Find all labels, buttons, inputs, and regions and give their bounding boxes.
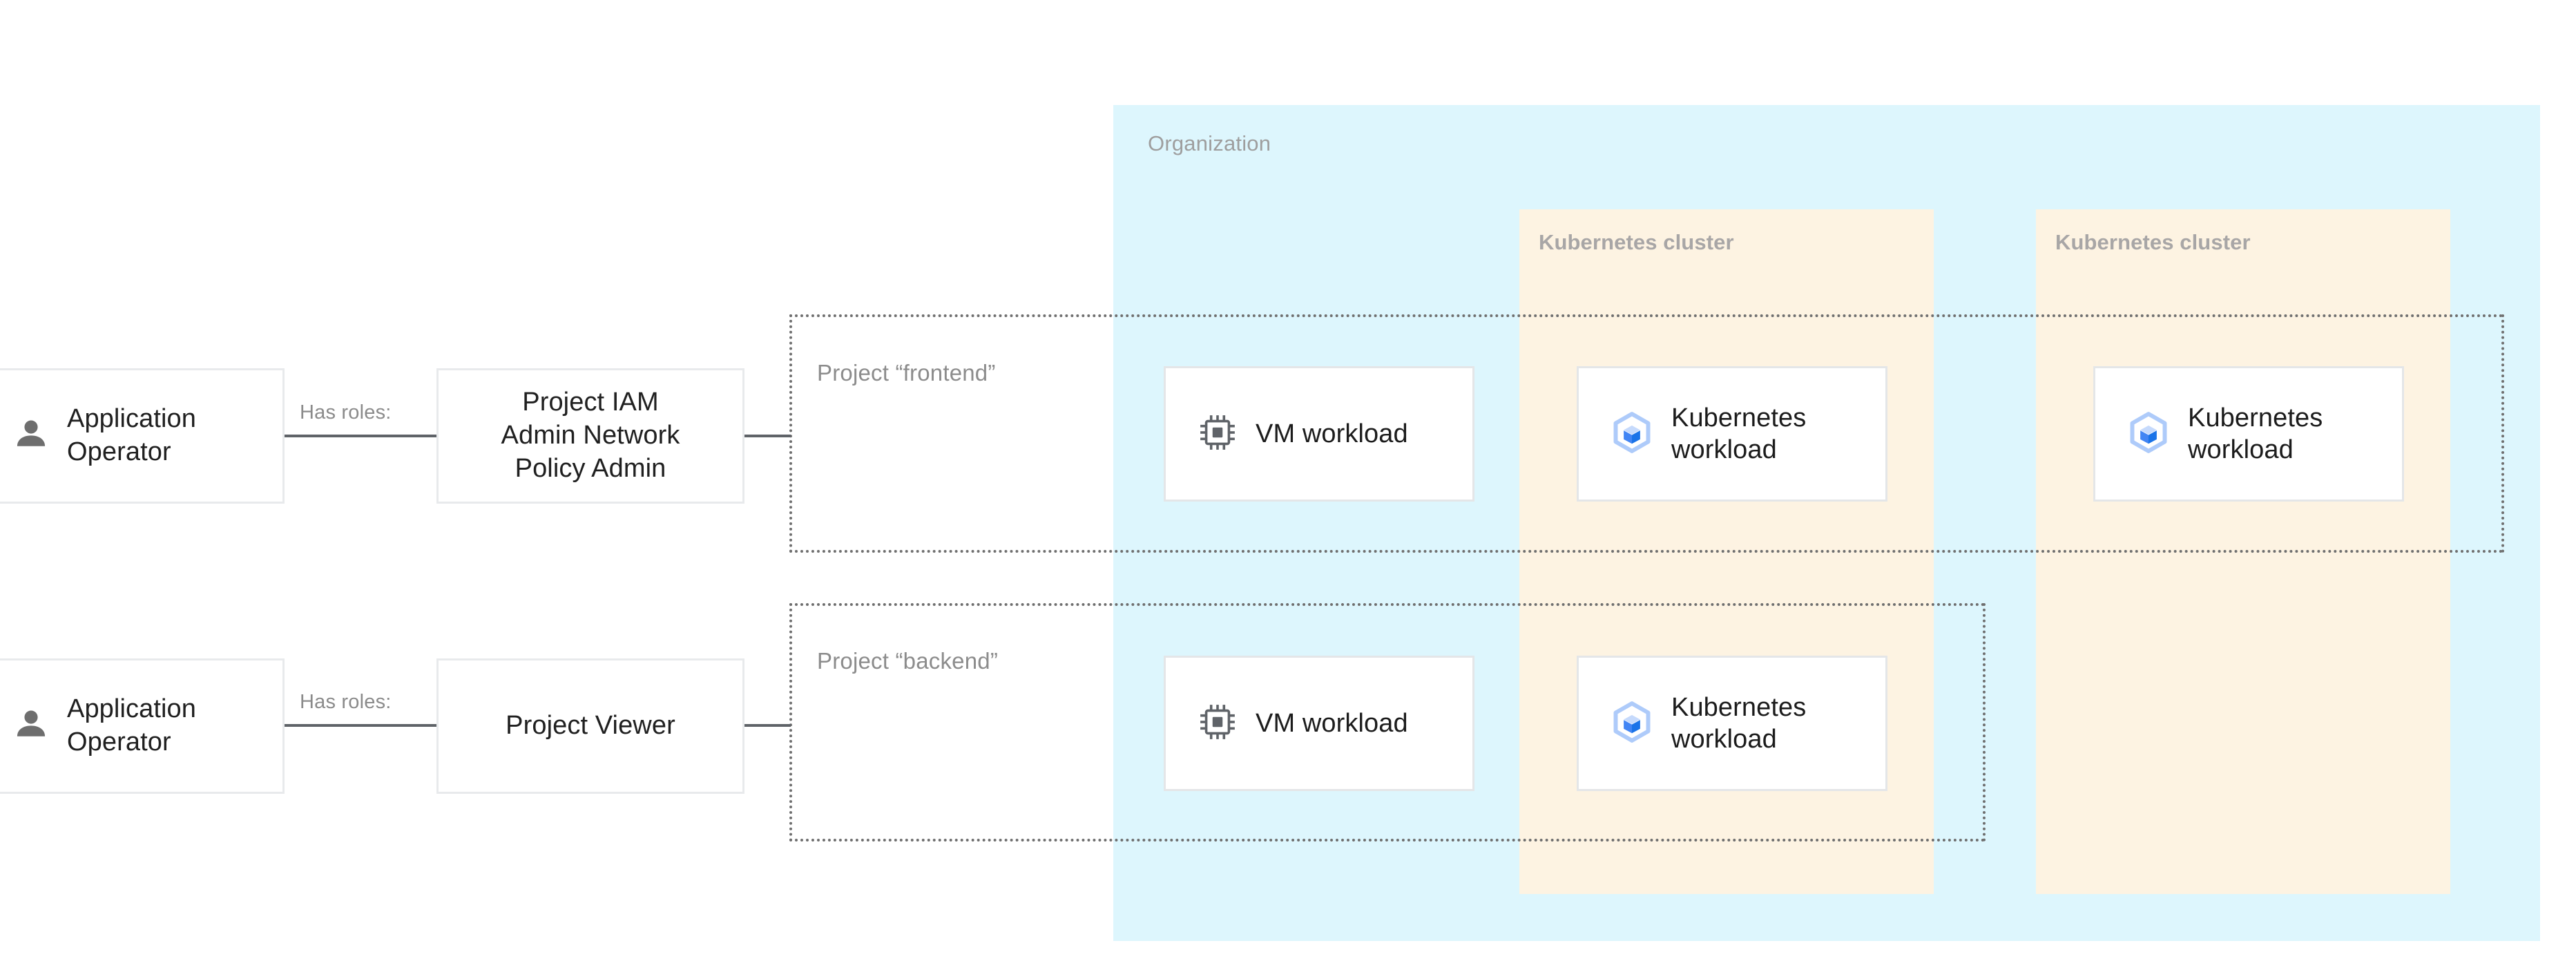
person-icon [12, 415, 50, 457]
user-label-line2: Operator [67, 728, 171, 757]
workload-card-frontend-vm[interactable]: VM workload [1164, 366, 1474, 502]
user-label-line1: Application [67, 404, 196, 434]
workload-label-frontend-vm: VM workload [1256, 419, 1408, 448]
workload-label-backend-vm: VM workload [1256, 708, 1408, 738]
kubernetes-workload-icon [1611, 701, 1653, 747]
role-label-line2: Admin Network [501, 421, 680, 450]
workload-label-frontend-k8s-1: Kubernetes workload [1671, 402, 1806, 466]
organization-label: Organization [1148, 131, 1271, 155]
workload-card-frontend-k8s-1[interactable]: Kubernetes workload [1577, 366, 1887, 502]
kubernetes-cluster-1-label: Kubernetes cluster [1539, 230, 1734, 254]
k8s-label-line1: Kubernetes [2188, 403, 2323, 432]
cpu-chip-icon [1198, 702, 1238, 745]
kubernetes-cluster-2-label: Kubernetes cluster [2055, 230, 2251, 254]
connector-label-1: Has roles: [300, 401, 392, 424]
user-label-2: Application Operator [67, 693, 196, 759]
cpu-chip-icon [1198, 412, 1238, 456]
workload-label-backend-k8s-1: Kubernetes workload [1671, 692, 1806, 756]
role-box-2[interactable]: Project Viewer [436, 658, 744, 794]
user-label-1: Application Operator [67, 403, 196, 469]
role-label-1: Project IAM Admin Network Policy Admin [501, 386, 680, 486]
workload-label-frontend-k8s-2: Kubernetes workload [2188, 402, 2323, 466]
project-backend-boundary [789, 603, 1986, 841]
user-label-line2: Operator [67, 437, 171, 466]
kubernetes-workload-icon [2127, 411, 2170, 457]
k8s-label-line2: workload [2188, 435, 2294, 464]
workload-card-frontend-k8s-2[interactable]: Kubernetes workload [2093, 366, 2404, 502]
connector-role-to-project-1 [742, 435, 791, 437]
user-label-line1: Application [67, 694, 196, 724]
k8s-label-line1: Kubernetes [1671, 692, 1807, 722]
k8s-label-line1: Kubernetes [1671, 403, 1807, 432]
workload-card-backend-vm[interactable]: VM workload [1164, 656, 1474, 791]
k8s-label-line2: workload [1671, 435, 1777, 464]
person-icon [12, 705, 50, 748]
role-label-line1: Project IAM [522, 388, 659, 417]
connector-role-to-project-2 [742, 724, 791, 727]
role-label-2: Project Viewer [506, 711, 675, 741]
role-box-1[interactable]: Project IAM Admin Network Policy Admin [436, 368, 744, 504]
user-box-application-operator-1[interactable]: Application Operator [0, 368, 285, 504]
project-frontend-label: Project “frontend” [817, 360, 996, 386]
project-frontend-boundary [789, 314, 2504, 553]
k8s-label-line2: workload [1671, 725, 1777, 754]
project-backend-label: Project “backend” [817, 648, 999, 674]
workload-card-backend-k8s-1[interactable]: Kubernetes workload [1577, 656, 1887, 791]
connector-user-to-role-1 [283, 435, 436, 437]
connector-label-2: Has roles: [300, 691, 392, 713]
kubernetes-workload-icon [1611, 411, 1653, 457]
connector-user-to-role-2 [283, 724, 436, 727]
user-box-application-operator-2[interactable]: Application Operator [0, 658, 285, 794]
role-label-line3: Policy Admin [515, 453, 666, 483]
